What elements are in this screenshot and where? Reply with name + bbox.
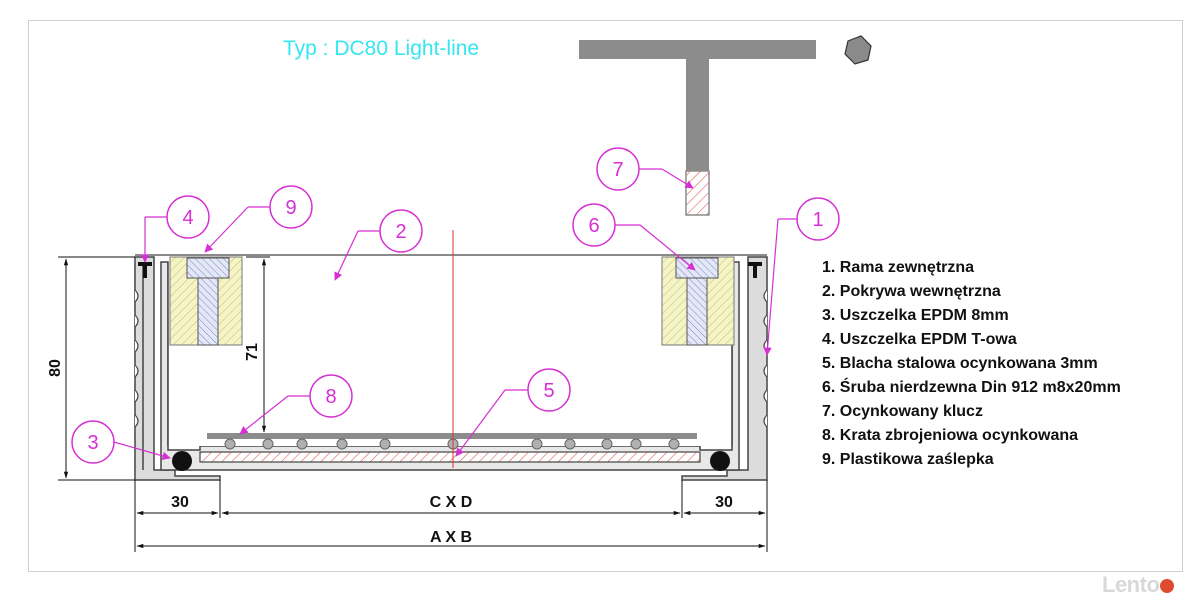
legend-item: 5. Blacha stalowa ocynkowana 3mm [822,355,1098,372]
dimension-right-width: 30 [715,494,733,511]
drawing-title: Typ : DC80 Light-line [283,37,480,60]
plug-screw-left [169,256,243,346]
callout-6: 6 [572,203,696,271]
callout-4: 4 [140,195,210,263]
outer-frame-left [134,256,221,481]
legend-item: 3. Uszczelka EPDM 8mm [822,307,1009,324]
svg-text:9: 9 [285,197,296,219]
rebar-grating [207,433,697,450]
svg-text:3: 3 [87,432,98,454]
legend-item: 7. Ocynkowany klucz [822,403,983,420]
dimension-height-label: 80 [47,359,64,377]
hexagon-icon [844,35,872,65]
dimension-inner-height [246,256,270,433]
t-seal-left [138,262,152,278]
legend-item: 4. Uszczelka EPDM T-owa [822,331,1017,348]
dimension-height [58,256,135,481]
legend-item: 9. Plastikowa zaślepka [822,451,994,468]
callout-1: 1 [763,197,840,356]
outer-frame-right [681,256,768,481]
legend-item: 6. Śruba nierdzewna Din 912 m8x20mm [822,379,1121,396]
inner-cover-tray [160,261,740,471]
callout-5: 5 [455,368,571,457]
epdm-seal-left [172,451,192,471]
callout-7: 7 [596,147,694,191]
svg-text:7: 7 [612,159,623,181]
legend-item: 8. Krata zbrojeniowa ocynkowana [822,427,1079,444]
dimension-left-width: 30 [171,494,189,511]
svg-text:5: 5 [543,380,554,402]
svg-text:6: 6 [588,215,599,237]
dimension-outer-span: A X B [430,529,472,546]
svg-text:2: 2 [395,221,406,243]
epdm-seal-right [710,451,730,471]
dimension-horizontal [134,480,768,552]
dimension-inner-span: C X D [430,494,473,511]
t-seal-right [748,262,762,278]
legend-item: 1. Rama zewnętrzna [822,259,975,276]
svg-text:1: 1 [812,209,823,231]
parts-legend: 1. Rama zewnętrzna 2. Pokrywa wewnętrzna… [822,257,1121,473]
svg-text:8: 8 [325,386,336,408]
callout-3: 3 [71,420,171,464]
galvanized-key [579,40,816,216]
dimension-inner-height-label: 71 [244,343,261,361]
callout-2: 2 [334,209,423,281]
lento-watermark-logo: Lento [1102,572,1175,598]
callout-8: 8 [239,374,353,435]
svg-text:4: 4 [182,207,193,229]
steel-plate [199,451,701,463]
drawing-frame [28,20,1183,572]
left-ribs [134,289,139,428]
callout-9: 9 [204,185,313,253]
legend-item: 2. Pokrywa wewnętrzna [822,283,1001,300]
plug-screw-right [661,256,735,346]
